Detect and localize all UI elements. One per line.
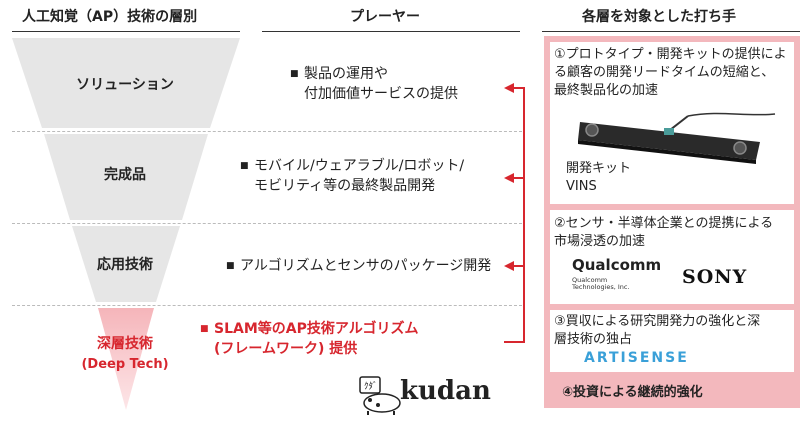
bullet-icon: ■ <box>290 69 299 79</box>
header-layers: 人工知覚（AP）技術の層別 <box>22 9 198 25</box>
arrow-product <box>504 173 514 183</box>
svg-text:ｸﾀﾞ: ｸﾀﾞ <box>364 381 378 392</box>
layer-label-solution: ソリューション <box>76 77 174 93</box>
funnel-layer-deeptech <box>98 308 154 410</box>
separator-3 <box>12 305 522 306</box>
player-product: ■モバイル/ウェアラブル/ロボット/ モビリティ等の最終製品開発 <box>240 158 465 194</box>
measure-3-text: ③買収による研究開発力の強化と深 層技術の独占 <box>554 314 761 347</box>
artisense-logo: ARTISENSE <box>584 350 689 366</box>
layer-label-deeptech: 深層技術 <box>97 336 153 352</box>
qualcomm-logo: Qualcomm <box>572 256 662 274</box>
funnel-layer-solution <box>12 38 240 128</box>
measure-4-text: ④投資による継続的強化 <box>562 385 703 400</box>
player-solution: ■製品の運用や 付加価値サービスの提供 <box>290 66 458 102</box>
layer-label-deeptech-sub: (Deep Tech) <box>81 357 169 372</box>
measure-1-text: ①プロトタイプ・開発キットの提供によ る顧客の開発リードタイムの短縮と、 最終製… <box>554 47 787 98</box>
kudan-logo: kudan <box>400 376 491 406</box>
bullet-icon: ■ <box>226 261 235 271</box>
measure-card-3 <box>550 310 794 372</box>
funnel-layer-application <box>72 226 180 302</box>
vins-devkit-image <box>578 112 776 164</box>
player-deeptech: ■SLAM等のAP技術アルゴリズム (フレームワーク) 提供 <box>200 321 419 357</box>
connector-bracket <box>504 87 525 343</box>
player-application: ■アルゴリズムとセンサのパッケージ開発 <box>226 258 492 274</box>
arrow-application <box>504 261 514 271</box>
bullet-icon: ■ <box>200 324 209 334</box>
sony-logo: SONY <box>682 266 748 288</box>
layer-label-product: 完成品 <box>104 167 146 183</box>
vins-caption: 開発キット VINS <box>566 161 632 194</box>
funnel-layer-product <box>44 134 208 220</box>
header-layers-rule <box>12 31 240 32</box>
separator-1 <box>12 131 522 132</box>
measure-card-1 <box>550 42 794 204</box>
qualcomm-logo-sub: Qualcomm Technologies, Inc. <box>572 276 630 291</box>
header-measures-rule <box>542 31 800 32</box>
separator-2 <box>12 223 522 224</box>
measure-card-2 <box>550 210 794 304</box>
measure-2-text: ②センサ・半導体企業との提携による 市場浸透の加速 <box>554 216 774 249</box>
header-measures: 各層を対象とした打ち手 <box>582 9 736 25</box>
header-players: プレーヤー <box>350 9 420 25</box>
header-players-rule <box>262 31 520 32</box>
kudan-mascot-icon: ｸﾀﾞ <box>359 376 401 415</box>
arrow-solution <box>504 83 514 93</box>
layer-label-application: 応用技術 <box>97 257 153 273</box>
bullet-icon: ■ <box>240 161 249 171</box>
